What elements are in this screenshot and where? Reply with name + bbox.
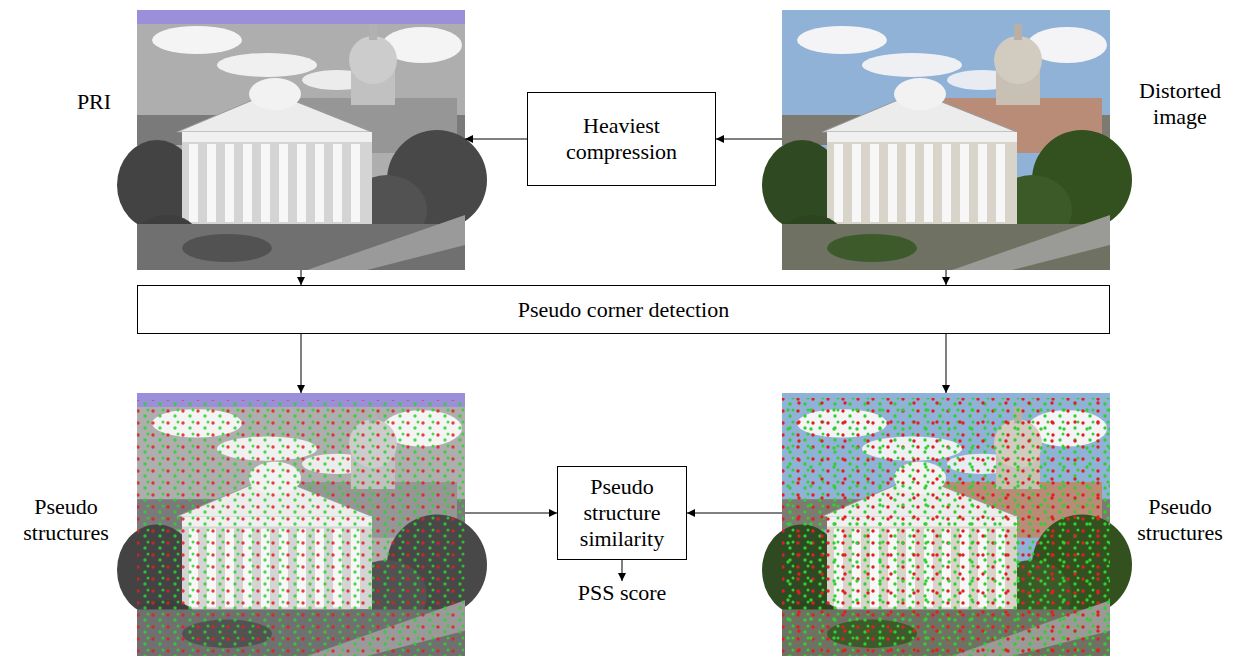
structure-image: Pseudo structures [782, 393, 1110, 656]
process-box: Pseudo corner detection [137, 285, 1110, 334]
structure-image: Pseudo structures [137, 393, 465, 656]
box-label: Pseudo structure similarity [568, 474, 676, 552]
flow-arrow [946, 334, 947, 393]
output-label: PSS score [578, 580, 667, 606]
process-box: Pseudo structure similarity [557, 466, 687, 560]
flow-arrow [465, 139, 527, 140]
box-label: Heaviest compression [538, 113, 705, 165]
flow-arrow [301, 270, 302, 285]
image-label: Pseudo structures [3, 494, 129, 546]
image-label: Pseudo structures [1120, 494, 1240, 546]
flow-arrow [301, 334, 302, 393]
distorted-image: Distorted image [782, 10, 1110, 270]
flow-arrow [687, 513, 782, 514]
flow-arrow [716, 139, 782, 140]
box-label: Pseudo corner detection [518, 297, 729, 323]
process-box: Heaviest compression [527, 92, 716, 186]
reference-image: PRI [137, 10, 465, 270]
image-label: Distorted image [1120, 78, 1240, 130]
image-label: PRI [61, 89, 127, 115]
flow-arrow [946, 270, 947, 285]
flow-arrow [465, 513, 557, 514]
output-arrow [622, 560, 623, 581]
